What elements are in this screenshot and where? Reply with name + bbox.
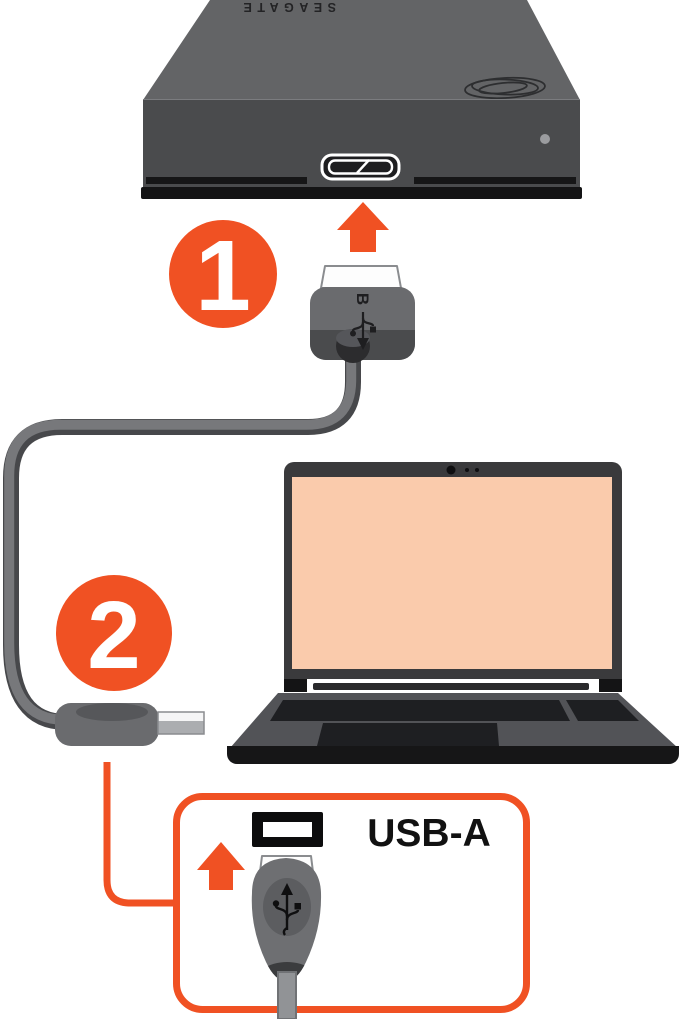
arrow-up-icon-drive bbox=[337, 202, 389, 252]
usb-a-metal-side bbox=[158, 721, 204, 734]
step-badge-1-circle bbox=[169, 220, 277, 328]
usb-a-port-icon bbox=[252, 812, 323, 847]
inset-plug-cable bbox=[277, 971, 297, 1019]
drive-led-indicator bbox=[540, 134, 550, 144]
laptop-hinge-bar bbox=[313, 683, 589, 690]
webcam-dot-1 bbox=[465, 468, 469, 472]
laptop-keyboard bbox=[270, 700, 570, 721]
laptop-keyboard-right-section bbox=[566, 700, 639, 721]
webcam-dot-2 bbox=[475, 468, 479, 472]
step-badge-2-circle bbox=[56, 575, 172, 691]
usb-cable-highlight bbox=[4, 349, 357, 725]
laptop bbox=[227, 462, 679, 764]
drive-base-strip bbox=[141, 187, 582, 199]
seagate-swirl-icon bbox=[464, 76, 546, 100]
arrow-up-icon-inset bbox=[197, 842, 245, 890]
inset-callout-line bbox=[103, 762, 178, 907]
drive-vent-left bbox=[146, 177, 307, 184]
laptop-base-rim bbox=[227, 746, 679, 764]
laptop-hinge-right bbox=[599, 679, 622, 692]
laptop-screen bbox=[292, 477, 612, 669]
drive-top-face bbox=[143, 0, 580, 100]
usb-micro-b-port bbox=[320, 153, 401, 181]
laptop-hinge-left bbox=[284, 679, 307, 692]
step-badge-2: 2 bbox=[56, 575, 172, 691]
usb-a-body-top-shade bbox=[76, 703, 148, 721]
usb-micro-b-connector: B bbox=[310, 265, 415, 363]
connector-b-marking: B bbox=[353, 293, 372, 305]
drive-brand-label: SEAGATE bbox=[238, 0, 336, 14]
usb-a-inset-box: USB-A bbox=[173, 793, 530, 1019]
step-badge-1: 1 bbox=[169, 220, 277, 332]
step-badge-1-number: 1 bbox=[195, 220, 251, 332]
drive-vent-right bbox=[414, 177, 576, 184]
webcam-icon bbox=[446, 465, 456, 475]
usb-a-metal-outline bbox=[157, 711, 205, 735]
external-drive: SEAGATE bbox=[141, 0, 582, 199]
micro-b-metal-tip bbox=[320, 265, 402, 289]
step-badge-2-number: 2 bbox=[87, 582, 140, 689]
usb-trident-icon-micro-b bbox=[350, 312, 376, 350]
usb-cable bbox=[2, 349, 361, 730]
inset-port-label: USB-A bbox=[367, 812, 491, 855]
usb-a-connector bbox=[55, 703, 205, 746]
usb-trident-icon-inset bbox=[272, 883, 301, 936]
laptop-touchpad bbox=[317, 723, 499, 746]
usb-a-metal-top bbox=[158, 712, 204, 721]
